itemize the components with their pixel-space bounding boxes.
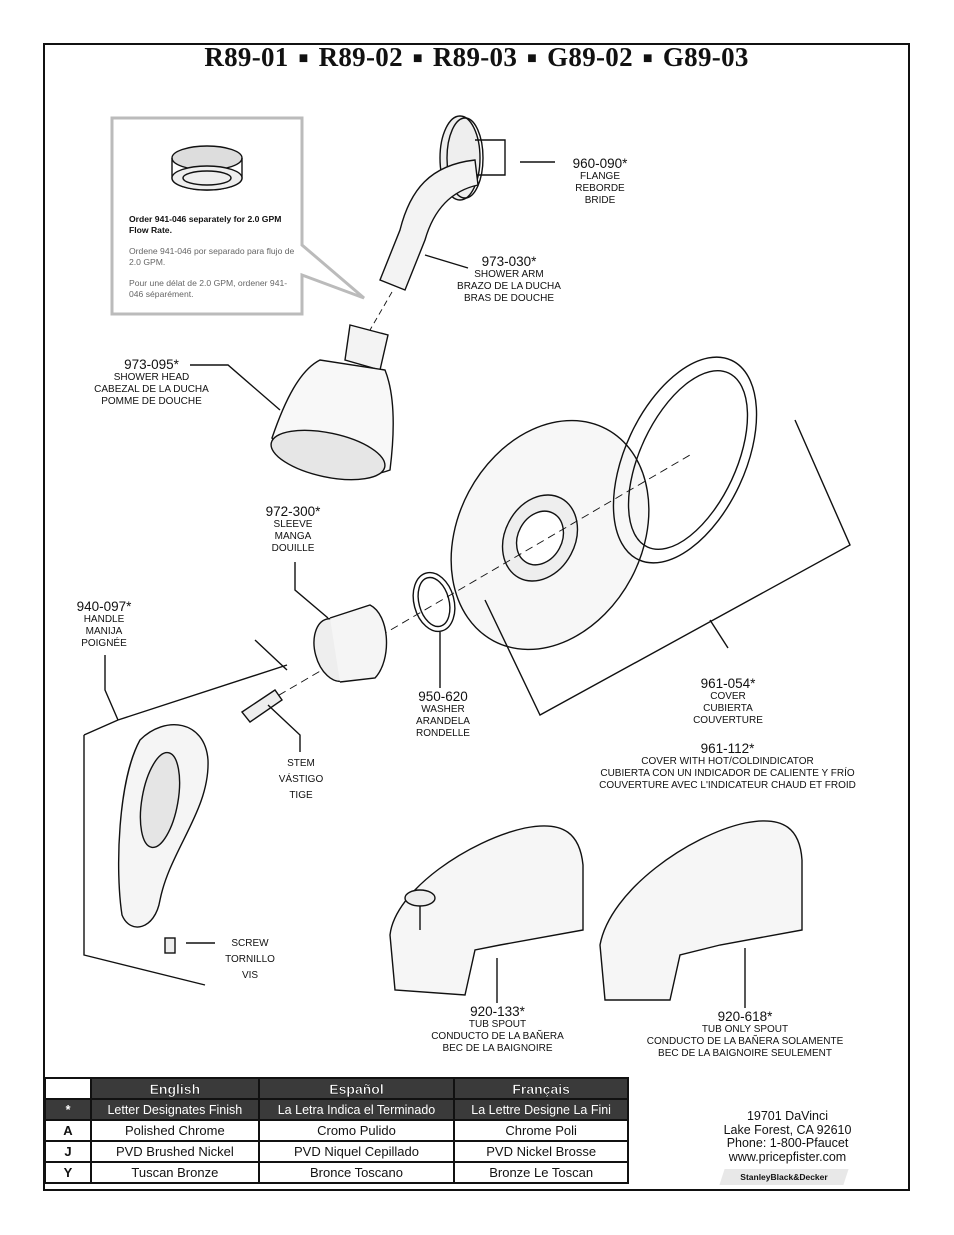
model-4: G89-02 <box>547 42 633 72</box>
table-row: * Letter Designates Finish La Letra Indi… <box>44 1098 629 1121</box>
stem-shape <box>240 689 283 723</box>
page-border <box>43 43 910 1191</box>
tub-spout-shape <box>389 825 584 996</box>
flow-rate-callout: Order 941-046 separately for 2.0 GPM Flo… <box>129 214 295 299</box>
callout-box <box>110 116 365 316</box>
model-5: G89-03 <box>662 42 749 72</box>
cover-ring-shape <box>612 356 758 564</box>
table-row: Y Tuscan Bronze Bronce Toscano Bronze Le… <box>44 1161 629 1184</box>
company-address: 19701 DaVinci Lake Forest, CA 92610 Phon… <box>723 1109 852 1164</box>
screw-shape <box>164 937 176 954</box>
flow-restrictor-icon <box>171 145 243 191</box>
shower-head-shape <box>270 324 394 481</box>
sleeve-shape <box>313 604 388 683</box>
table-row: J PVD Brushed Nickel PVD Niquel Cepillad… <box>44 1140 629 1163</box>
model-3: R89-03 <box>432 42 518 72</box>
model-2: R89-02 <box>318 42 403 72</box>
page-title: R89-01■R89-02■R89-03■G89-02■G89-03 <box>204 42 749 72</box>
washer-shape <box>412 571 456 633</box>
finish-table: English Español Français * Letter Design… <box>44 1077 629 1184</box>
finish-table-header: English Español Français <box>44 1077 629 1100</box>
shower-arm-shape <box>379 159 479 291</box>
model-1: R89-01 <box>204 42 289 72</box>
tub-only-spout-shape <box>599 820 803 1001</box>
brand-logo: StanleyBlack&Decker <box>719 1169 849 1185</box>
table-row: A Polished Chrome Cromo Pulido Chrome Po… <box>44 1119 629 1142</box>
